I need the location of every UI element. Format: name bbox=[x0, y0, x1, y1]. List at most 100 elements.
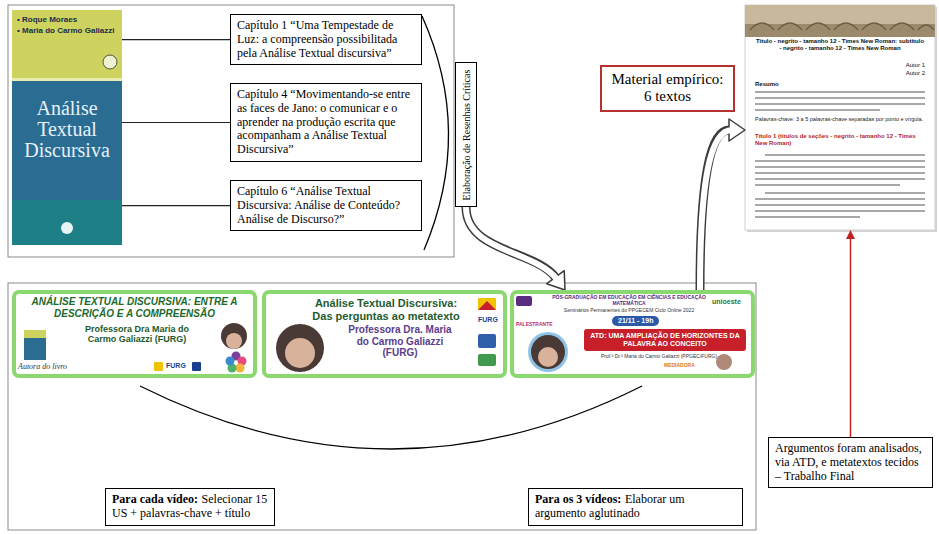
node-text: unioeste bbox=[712, 298, 748, 306]
node-text: Para cada vídeo: bbox=[112, 492, 198, 506]
text-line bbox=[755, 216, 860, 218]
video-thumbnail: Análise Textual Discursiva: Das pergunta… bbox=[262, 290, 507, 378]
activity-box: Elaboração de Resenhas Críticas bbox=[455, 62, 477, 207]
node-text: Material empírico: 6 textos bbox=[608, 71, 727, 106]
node-text: FURG bbox=[166, 362, 206, 370]
connector bbox=[122, 39, 230, 40]
thumbnail-ground bbox=[510, 290, 755, 378]
arrow-inner bbox=[700, 130, 732, 290]
bracket-arc bbox=[140, 386, 642, 449]
text-line bbox=[765, 192, 925, 194]
node-text: PÓS-GRADUAÇÃO EM EDUCAÇÃO EM CIÊNCIAS E … bbox=[549, 295, 709, 307]
node-text: Título - negrito - tamanho 12 - Times Ne… bbox=[755, 38, 925, 52]
speaker-photo bbox=[276, 324, 324, 372]
text-line bbox=[755, 210, 925, 212]
connector-line bbox=[122, 122, 230, 123]
video-thumbnail: ANÁLISE TEXTUAL DISCURSIVA: ENTRE A DESC… bbox=[12, 290, 257, 378]
connector bbox=[846, 230, 855, 437]
mediator-photo bbox=[716, 354, 732, 370]
panel-frame bbox=[8, 283, 756, 530]
text-line bbox=[755, 160, 925, 162]
node-text: PALESTRANTE bbox=[516, 322, 576, 328]
speaker-photo bbox=[531, 335, 565, 369]
university-logo bbox=[154, 362, 163, 371]
node-text: Elaboração de Resenhas Críticas bbox=[461, 69, 472, 200]
flower-icon bbox=[236, 364, 245, 373]
node-text: ANÁLISE TEXTUAL DISCURSIVA: ENTRE A DESC… bbox=[20, 296, 249, 319]
arrow-head bbox=[846, 230, 855, 239]
book-cover: • Roque Moraes• Maria do Carmo GaliazziA… bbox=[12, 10, 122, 245]
speaker-photo bbox=[528, 332, 568, 372]
node-text: Resumo bbox=[755, 81, 925, 88]
text-line bbox=[755, 172, 925, 174]
speaker-photo bbox=[226, 333, 242, 349]
connector bbox=[466, 207, 565, 290]
page-shadow bbox=[747, 7, 937, 232]
task-box: Para os 3 vídeos:Elaborar um argumento a… bbox=[528, 488, 743, 526]
connector bbox=[700, 119, 745, 290]
node-text: • Maria do Carmo Galiazzi bbox=[17, 26, 117, 35]
node-text: Capítulo 6 “Análise Textual Discursiva: … bbox=[237, 185, 415, 226]
document-page-art bbox=[745, 5, 935, 230]
chapter-box: Capítulo 1 “Uma Tempestade de Luz: a com… bbox=[230, 14, 422, 65]
publisher-logo bbox=[61, 222, 73, 234]
thumbnail-ground bbox=[12, 290, 257, 378]
result-box: Argumentos foram analisados, via ATD, e … bbox=[768, 437, 933, 488]
book-mini bbox=[24, 330, 46, 338]
connector bbox=[122, 205, 230, 206]
node-text: ATD: UMA AMPLIAÇÃO DE HORIZONTES DA PALA… bbox=[584, 329, 746, 351]
text-line bbox=[765, 154, 925, 156]
panel-frame bbox=[8, 5, 454, 257]
bracket-arc bbox=[422, 16, 449, 250]
node-text: Autor 1 bbox=[755, 62, 925, 69]
speaker-photo bbox=[221, 323, 247, 349]
text-line bbox=[755, 198, 925, 200]
flower-icon bbox=[226, 357, 235, 366]
partner-logo bbox=[478, 334, 496, 348]
book-cover-art bbox=[12, 10, 122, 245]
university-logo bbox=[478, 301, 496, 310]
book-mini bbox=[24, 330, 46, 360]
speaker-photo bbox=[538, 347, 558, 367]
node-text: • Roque Moraes bbox=[17, 15, 117, 24]
connector-line bbox=[850, 237, 852, 437]
material-box: Material empírico: 6 textos bbox=[600, 65, 735, 112]
text-line bbox=[755, 178, 925, 180]
node-text: Prof.ª Dr.ª Maria do Carmo Galiazzi (PPG… bbox=[584, 354, 734, 360]
header-photo bbox=[745, 24, 935, 37]
node-text: Autor 2 bbox=[755, 70, 925, 77]
node-text: Título 1 (títulos de seções - negrito - … bbox=[755, 133, 925, 147]
task-box: Para cada vídeo:Selecionar 15 US + palav… bbox=[105, 488, 275, 526]
book-cover-stripe bbox=[12, 78, 122, 81]
text-line bbox=[755, 103, 925, 105]
node-text: Professora Dra. Maria do Carmo Galiazzi … bbox=[344, 324, 456, 359]
node-text: Análise Textual Discursiva: Das pergunta… bbox=[306, 297, 466, 322]
node-text: Capítulo 1 “Uma Tempestade de Luz: a com… bbox=[237, 19, 415, 60]
text-line bbox=[755, 97, 925, 99]
node-text: MEDIADORA bbox=[664, 363, 714, 369]
program-logo bbox=[516, 296, 532, 306]
book-cover-band bbox=[12, 200, 122, 245]
node-text: Para os 3 vídeos: bbox=[535, 492, 621, 506]
text-line bbox=[755, 204, 925, 206]
node-text: Palavras-chave: 3 a 5 palavras-chave sep… bbox=[755, 116, 930, 122]
text-line bbox=[755, 109, 880, 111]
chapter-box: Capítulo 4 “Movimentando-se entre as fac… bbox=[230, 83, 422, 162]
text-line bbox=[755, 91, 925, 93]
node-text: Capítulo 4 “Movimentando-se entre as fac… bbox=[237, 88, 415, 157]
node-text: Professora Dra Maria do Carmo Galiazzi (… bbox=[78, 324, 196, 345]
header-photo bbox=[745, 5, 935, 37]
document-page: Título - negrito - tamanho 12 - Times Ne… bbox=[745, 5, 935, 230]
connector bbox=[122, 122, 230, 123]
node-text: Argumentos foram analisados, via ATD, e … bbox=[775, 442, 926, 483]
node-text: Autora do livro bbox=[18, 362, 80, 371]
arrow-inner bbox=[466, 207, 557, 280]
connector-line bbox=[122, 205, 230, 206]
text-line bbox=[755, 166, 925, 168]
chapter-box: Capítulo 6 “Análise Textual Discursiva: … bbox=[230, 180, 422, 231]
book-cover-band bbox=[12, 10, 122, 78]
node-text: Seminários Permanentes do PPGECEM Ciclo … bbox=[554, 308, 704, 314]
node-text: FURG bbox=[478, 316, 502, 324]
body-text-lines bbox=[755, 92, 925, 217]
